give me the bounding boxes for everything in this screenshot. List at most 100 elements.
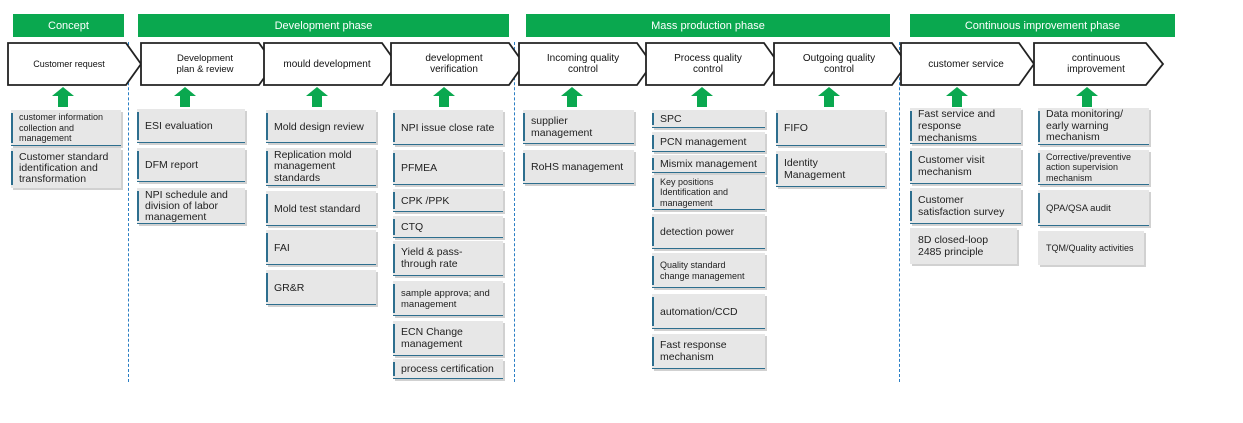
card-item: Replication mold management standards [266, 148, 376, 186]
card-item: 8D closed-loop 2485 principle [910, 228, 1017, 264]
card-text: Replication mold management standards [274, 148, 352, 184]
card-item: PFMEA [393, 150, 503, 185]
card-item: CTQ [393, 216, 503, 238]
card-text: Mold design review [274, 120, 364, 133]
card-text: detection power [660, 225, 735, 238]
up-arrow-icon [561, 87, 583, 107]
step-label: Incoming quality control [546, 53, 620, 75]
card-item: detection power [652, 214, 765, 249]
card-text: Fast service and response mechanisms [918, 108, 996, 144]
up-arrow-icon [174, 87, 196, 107]
card-text: Mismix management [660, 158, 757, 170]
card-text: Corrective/preventive action supervision… [1046, 151, 1132, 183]
step-label: mould development [283, 58, 371, 70]
up-arrow-icon [691, 87, 713, 107]
phase-header-continuous-improvement: Continuous improvement phase [910, 14, 1175, 37]
up-arrow-icon [1076, 87, 1098, 107]
card-text: ECN Change management [401, 326, 463, 350]
phase-header-concept: Concept [13, 14, 124, 37]
card-item: GR&R [266, 270, 376, 305]
step-label: Development plan & review [176, 53, 234, 75]
card-text: Customer standard identification and tra… [19, 150, 109, 185]
card-item: Yield & pass-through rate [393, 241, 503, 276]
card-item: sample approva; and management [393, 281, 503, 316]
card-text: PCN management [660, 136, 747, 148]
card-item: TQM/Quality activities [1038, 231, 1144, 265]
card-item: Mold design review [266, 110, 376, 143]
card-text: supplier management [531, 115, 593, 139]
phase-divider [514, 42, 515, 382]
card-text: FIFO [784, 122, 808, 134]
step-label: Customer request [33, 58, 105, 69]
up-arrow-icon [946, 87, 968, 107]
card-item: Customer satisfaction survey [910, 188, 1021, 224]
card-text: Fast response mechanism [660, 339, 727, 363]
up-arrow-icon [818, 87, 840, 107]
phase-divider [128, 42, 129, 382]
card-item: Customer standard identification and tra… [11, 148, 121, 188]
card-text: GR&R [274, 281, 305, 294]
card-item: customer information collection and mana… [11, 110, 121, 146]
step-outgoing-quality-control: Outgoing quality control [773, 42, 909, 86]
chevron-shape [518, 42, 654, 86]
card-item: Fast response mechanism [652, 334, 765, 369]
step-dev-verification: development verification [390, 42, 526, 86]
card-item: FAI [266, 230, 376, 265]
card-text: CPK /PPK [401, 194, 450, 207]
up-arrow-icon [433, 87, 455, 107]
step-process-quality-control: Process quality control [645, 42, 781, 86]
card-item: NPI issue close rate [393, 110, 503, 145]
card-text: automation/CCD [660, 305, 738, 318]
chevron-shape [900, 42, 1036, 86]
chevron-shape [1033, 42, 1165, 86]
card-item: ESI evaluation [137, 109, 245, 143]
card-item: Key positions Identification and managem… [652, 175, 765, 210]
chevron-shape [773, 42, 909, 86]
card-text: SPC [660, 113, 682, 125]
card-item: FIFO [776, 110, 885, 146]
step-continuous-improvement: continuous improvement [1033, 42, 1168, 86]
card-text: customer information collection and mana… [19, 112, 104, 144]
card-item: Mold test standard [266, 191, 376, 226]
chevron-shape [7, 42, 143, 86]
step-incoming-quality-control: Incoming quality control [518, 42, 654, 86]
step-label: continuous improvement [1067, 53, 1125, 75]
step-label: Outgoing quality control [802, 53, 876, 75]
card-item: SPC [652, 110, 765, 128]
card-item: supplier management [523, 110, 634, 144]
card-item: Fast service and response mechanisms [910, 108, 1021, 144]
card-item: ECN Change management [393, 321, 503, 356]
card-text: NPI schedule and division of labor manag… [145, 188, 228, 223]
card-text: CTQ [401, 221, 424, 233]
card-text: sample approva; and management [401, 287, 490, 310]
up-arrow-icon [52, 87, 74, 107]
chevron-shape [390, 42, 526, 86]
card-item: NPI schedule and division of labor manag… [137, 188, 245, 224]
card-text: Customer satisfaction survey [918, 194, 1005, 218]
card-item: Identity Management [776, 151, 885, 187]
card-item: PCN management [652, 132, 765, 152]
step-customer-service: customer service [900, 42, 1036, 86]
card-item: Data monitoring/ early warning mechanism [1038, 108, 1149, 145]
card-text: Yield & pass-through rate [401, 246, 463, 270]
phase-divider [899, 42, 900, 382]
card-item: Quality standard change management [652, 253, 765, 288]
card-text: DFM report [145, 159, 199, 171]
card-text: Key positions Identification and managem… [660, 176, 729, 208]
card-text: FAI [274, 241, 290, 254]
step-label: development verification [425, 53, 483, 75]
phase-header-development: Development phase [138, 14, 509, 37]
card-text: Mold test standard [274, 202, 361, 215]
card-item: DFM report [137, 148, 245, 182]
step-dev-plan: Development plan & review [140, 42, 276, 86]
card-text: 8D closed-loop 2485 principle [918, 234, 989, 258]
step-mould-development: mould development [263, 42, 399, 86]
card-item: CPK /PPK [393, 189, 503, 212]
card-text: TQM/Quality activities [1046, 242, 1134, 253]
card-item: Mismix management [652, 155, 765, 173]
card-text: PFMEA [401, 161, 438, 174]
step-label: Process quality control [674, 53, 742, 75]
card-item: Corrective/preventive action supervision… [1038, 150, 1149, 185]
card-item: RoHS management [523, 150, 634, 184]
card-text: RoHS management [531, 161, 624, 173]
